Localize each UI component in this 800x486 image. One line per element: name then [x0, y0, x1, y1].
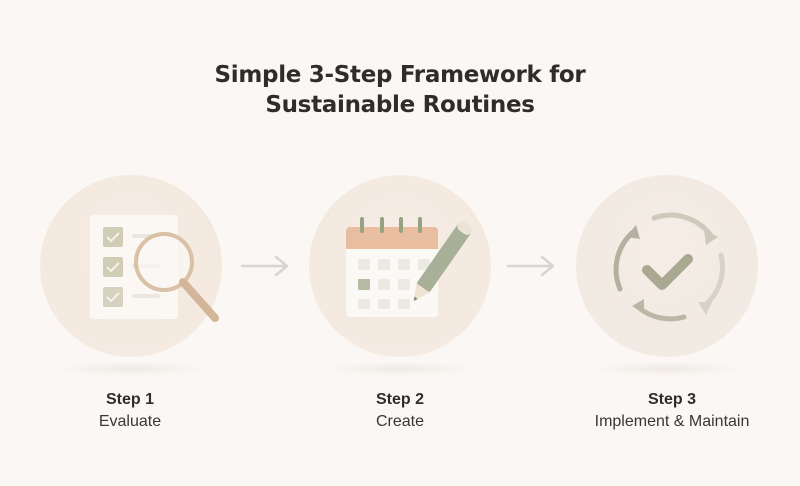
step-3-name: Implement & Maintain [594, 413, 750, 430]
calendar-pencil-icon [346, 217, 473, 317]
step-3: Step 3 Implement & Maintain [552, 389, 792, 433]
step-1: Step 1 Evaluate [10, 389, 250, 433]
page-title: Simple 3-Step Framework for Sustainable … [0, 60, 800, 120]
title-line-1: Simple 3-Step Framework for [214, 62, 586, 88]
step-2-shadow [325, 362, 475, 376]
step-2-name: Create [375, 413, 425, 430]
step-1-shadow [56, 362, 206, 376]
title-line-2: Sustainable Routines [265, 92, 535, 118]
step-2: Step 2 Create [280, 389, 520, 433]
step-3-shadow [592, 362, 742, 376]
step-1-number: Step 1 [105, 391, 154, 408]
step-2-number: Step 2 [375, 391, 424, 408]
step-2-illustration [309, 175, 491, 357]
step-3-illustration [576, 175, 758, 357]
checklist-magnifier-icon [90, 215, 219, 322]
arrow-right-icon [240, 255, 289, 277]
arrow-right-icon [506, 255, 555, 277]
step-3-number: Step 3 [647, 391, 696, 408]
cycle-check-icon [613, 212, 725, 322]
step-1-illustration [40, 175, 222, 357]
step-1-name: Evaluate [98, 413, 162, 430]
